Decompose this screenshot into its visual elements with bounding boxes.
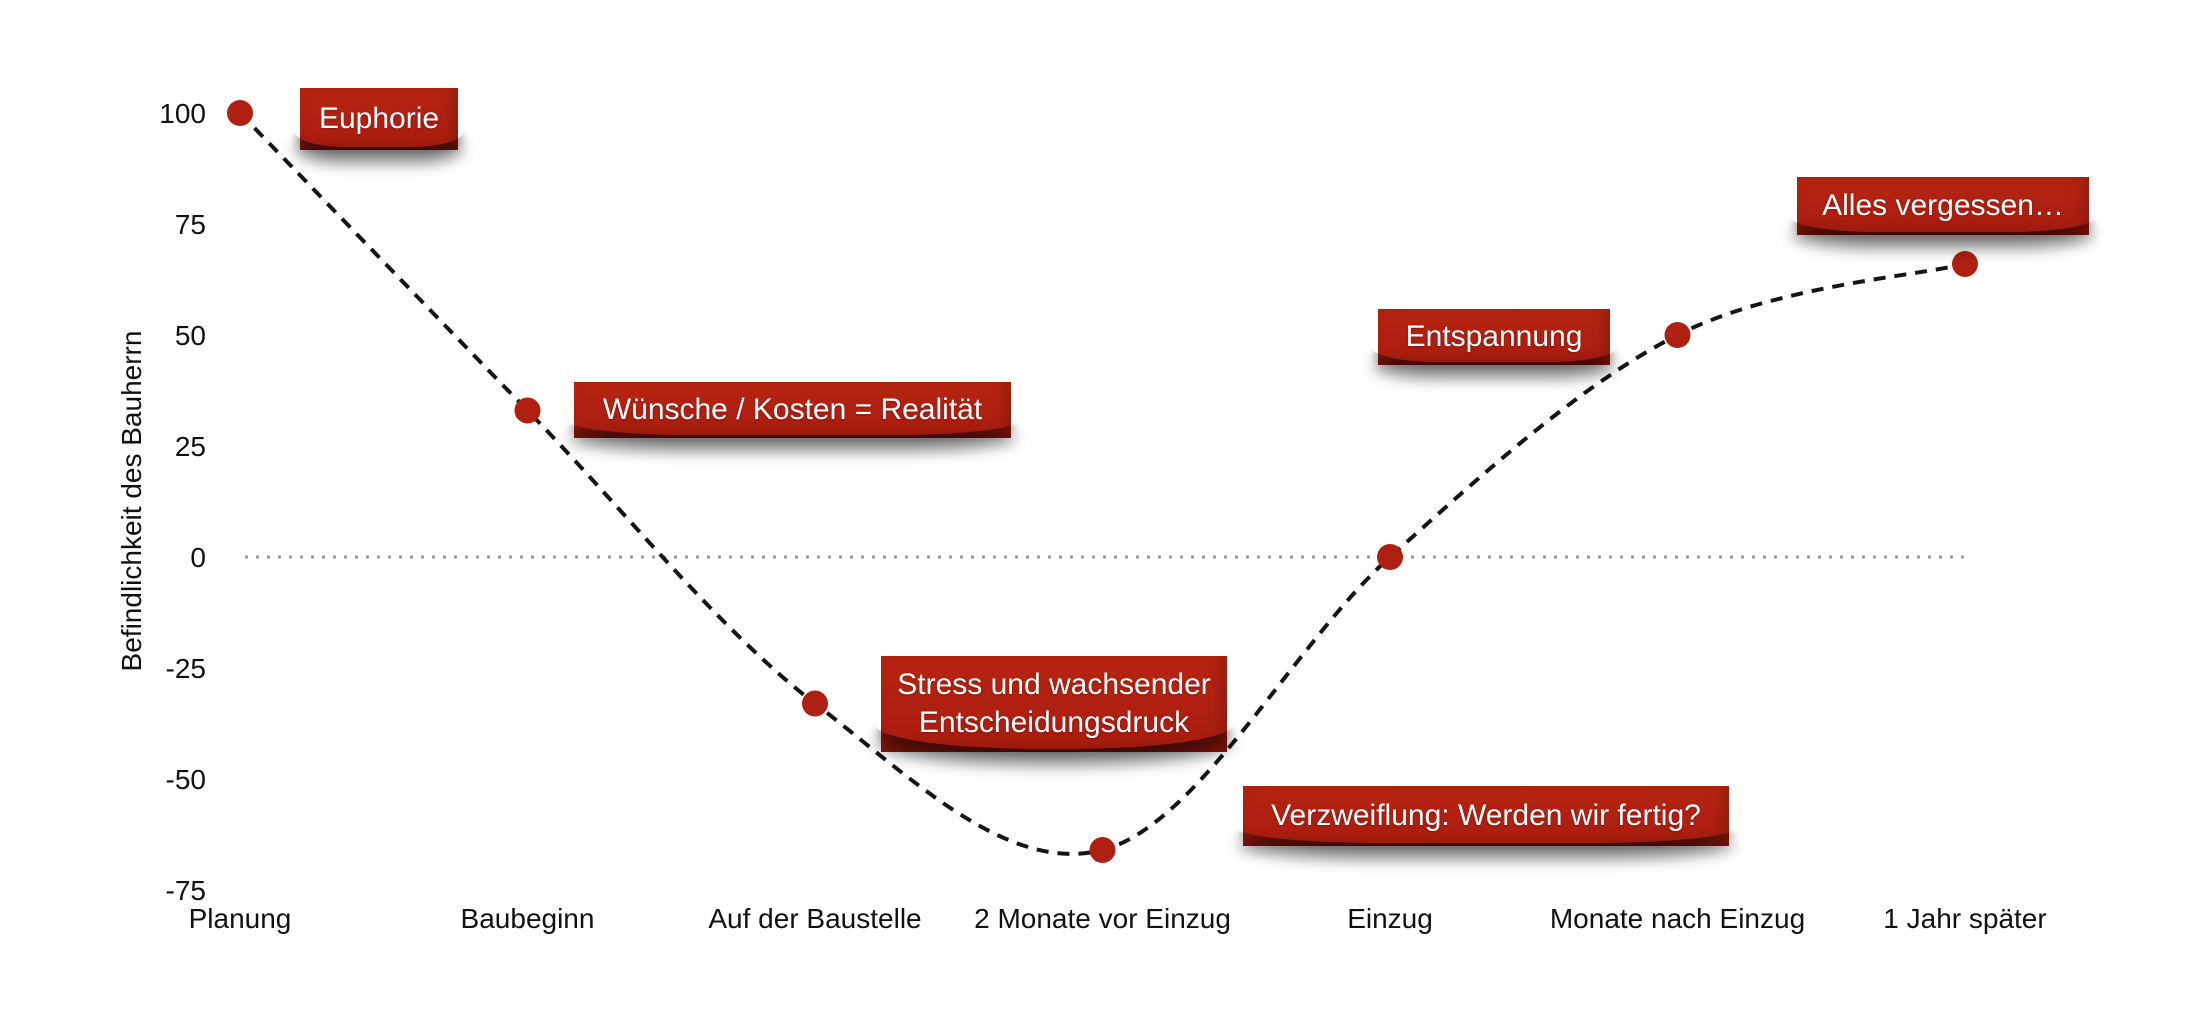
y-tick-label: -50 <box>166 764 206 795</box>
callout-entspannung: Entspannung <box>1378 309 1610 365</box>
y-tick-label: 100 <box>159 98 206 129</box>
x-axis-label: Planung <box>189 903 292 934</box>
x-axis-label: 2 Monate vor Einzug <box>974 903 1231 934</box>
y-tick-label: 50 <box>175 320 206 351</box>
y-tick-label: -25 <box>166 653 206 684</box>
x-axis-label: 1 Jahr später <box>1883 903 2046 934</box>
data-point <box>1664 322 1691 348</box>
y-tick-label: 25 <box>175 431 206 462</box>
data-point <box>227 100 253 126</box>
y-tick-label: -75 <box>166 875 206 906</box>
x-axis-label: Monate nach Einzug <box>1550 903 1805 934</box>
y-tick-label: 75 <box>175 209 206 240</box>
data-point <box>802 690 828 717</box>
x-axis-label: Auf der Baustelle <box>708 903 921 934</box>
callout-alles-vergessen: Alles vergessen… <box>1797 177 2089 235</box>
callout-verzweiflung: Verzweiflung: Werden wir fertig? <box>1243 786 1729 846</box>
data-point <box>1089 837 1116 864</box>
callout-stress-entscheidungsdruck: Stress und wachsender Entscheidungsdruck <box>881 656 1227 752</box>
callout-euphorie: Euphorie <box>300 88 458 150</box>
data-point <box>514 397 541 424</box>
y-tick-label: 0 <box>190 542 206 573</box>
x-axis-label: Einzug <box>1347 903 1433 934</box>
data-point <box>1952 250 1978 277</box>
callout-wuensche-kosten-realitaet: Wünsche / Kosten = Realität <box>574 382 1011 438</box>
data-point <box>1377 544 1403 570</box>
x-axis-label: Baubeginn <box>461 903 595 934</box>
y-axis-title: Befindlichkeit des Bauherrn <box>116 330 147 672</box>
